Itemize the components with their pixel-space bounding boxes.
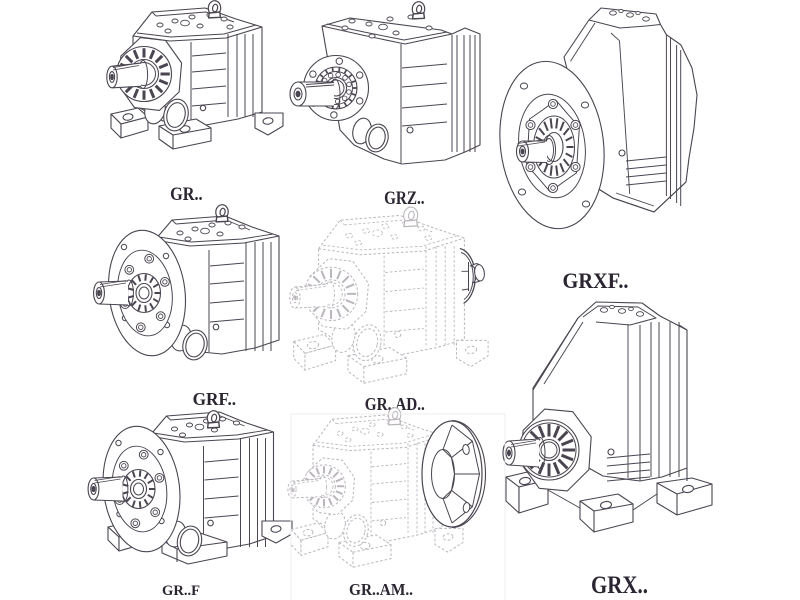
svg-text:GR..AD..: GR..AD.. (365, 394, 425, 414)
svg-text:GR..: GR.. (170, 184, 203, 205)
svg-text:GRZ..: GRZ.. (384, 188, 425, 209)
svg-text:GR..F: GR..F (162, 583, 200, 599)
svg-text:GRXF..: GRXF.. (563, 268, 629, 293)
svg-text:GRX..: GRX.. (591, 572, 648, 599)
svg-text:GR..AM..: GR..AM.. (349, 580, 413, 599)
svg-text:GRF..: GRF.. (193, 389, 237, 409)
